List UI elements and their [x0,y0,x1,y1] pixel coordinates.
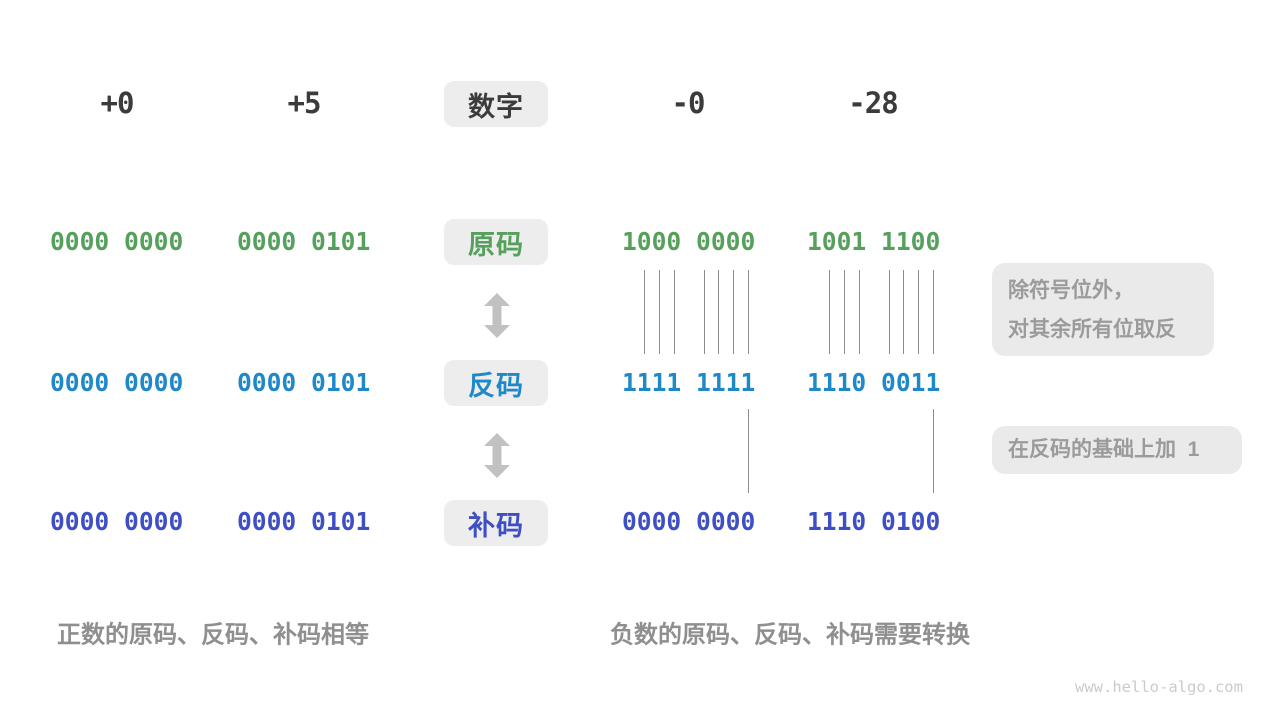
caption-positive-numbers: 正数的原码、反码、补码相等 [57,621,369,649]
bit-link-line [703,270,705,354]
column-header-plus-5: +5 [287,86,322,120]
updown-arrow-icon [483,433,511,478]
bit-link-line [858,270,860,354]
bit-link-line [903,270,905,354]
sign-magnitude-minus-28: 1001 1100 [807,227,941,256]
sign-magnitude-plus-0: 0000 0000 [50,227,184,256]
sign-magnitude-minus-0: 1000 0000 [622,227,756,256]
ones-complement-plus-0: 0000 0000 [50,368,184,397]
bit-link-line [844,270,845,354]
row-label-number: 数字 [444,81,548,127]
note-add-one: 在反码的基础上加 1 [992,426,1242,474]
updown-arrow-icon [483,293,511,338]
bit-link-line [747,270,749,354]
bit-link-line [673,270,675,354]
bit-link-line [829,270,831,354]
ones-complement-minus-28: 1110 0011 [807,368,941,397]
twos-complement-plus-5: 0000 0101 [237,507,371,536]
column-header-minus-0: -0 [671,86,706,120]
bit-link-line [888,270,890,354]
bit-link-line [918,270,920,354]
column-header-plus-0: +0 [100,86,135,120]
note-line: 除符号位外， [1008,278,1134,302]
twos-complement-minus-0: 0000 0000 [622,507,756,536]
watermark: www.hello-algo.com [1075,678,1243,696]
bit-link-line [733,270,735,354]
bit-link-line [718,270,720,354]
twos-complement-minus-28: 1110 0100 [807,507,941,536]
bit-link-line [932,270,934,354]
bit-link-line [747,409,749,493]
caption-negative-numbers: 负数的原码、反码、补码需要转换 [610,621,970,649]
note-line: 在反码的基础上加 1 [1008,438,1200,461]
ones-complement-plus-5: 0000 0101 [237,368,371,397]
note-line: 对其余所有位取反 [1008,317,1176,341]
column-header-minus-28: -28 [848,86,898,120]
row-label-sign-magnitude: 原码 [444,219,548,265]
bit-link-line [644,270,646,354]
sign-magnitude-plus-5: 0000 0101 [237,227,371,256]
row-label-ones-complement: 反码 [444,360,548,406]
bit-link-line [932,409,934,493]
note-invert-bits: 除符号位外， 对其余所有位取反 [992,263,1214,356]
ones-complement-minus-0: 1111 1111 [622,368,756,397]
row-label-twos-complement: 补码 [444,500,548,546]
twos-complement-plus-0: 0000 0000 [50,507,184,536]
bit-link-line [659,270,660,354]
